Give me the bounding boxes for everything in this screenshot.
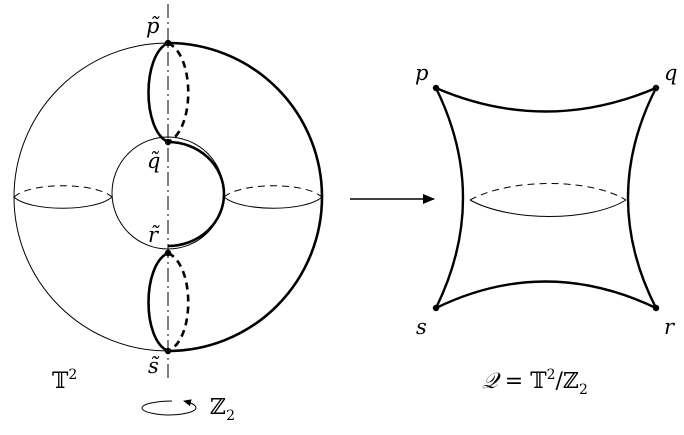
point-s-tilde bbox=[164, 347, 172, 355]
point-q-tilde bbox=[164, 138, 172, 146]
label-p: p bbox=[415, 61, 428, 85]
upper-meridian-back bbox=[167, 41, 190, 144]
label-p-tilde: p̃ bbox=[146, 14, 160, 38]
corner-p bbox=[432, 84, 440, 92]
lower-meridian-back bbox=[167, 251, 190, 353]
label-q-tilde: q̃ bbox=[147, 149, 160, 173]
label-s-tilde: s̃ bbox=[148, 354, 160, 378]
waist-front bbox=[469, 199, 627, 217]
quotient-formula: 𝒬 = 𝕋2/ℤ2 bbox=[482, 367, 588, 398]
left-tube-front bbox=[13, 196, 113, 209]
waist-back bbox=[469, 183, 627, 201]
corner-r bbox=[652, 304, 660, 312]
point-r-tilde bbox=[164, 249, 172, 257]
lower-meridian-front bbox=[147, 251, 169, 353]
torus-space-label: 𝕋2 bbox=[52, 367, 77, 394]
corner-s bbox=[432, 304, 440, 312]
group-label: ℤ2 bbox=[210, 395, 235, 424]
right-tube-back bbox=[223, 185, 323, 198]
label-q: q bbox=[664, 61, 677, 85]
torus-outer-right-arc bbox=[167, 41, 324, 353]
rotation-arrow-icon bbox=[141, 399, 197, 416]
left-tube-back bbox=[13, 185, 113, 198]
corner-q bbox=[652, 84, 660, 92]
torus-drawing: p̃ q̃ r̃ s̃ 𝕋2 ℤ2 bbox=[13, 4, 324, 424]
point-p-tilde bbox=[164, 39, 172, 47]
quotient-drawing: p q r s 𝒬 = 𝕋2/ℤ2 bbox=[415, 61, 677, 398]
label-r-tilde: r̃ bbox=[148, 223, 160, 247]
right-tube-front bbox=[223, 196, 323, 209]
upper-meridian-front bbox=[147, 41, 169, 144]
label-r: r bbox=[664, 315, 676, 339]
torus-inner-right-arc bbox=[167, 140, 226, 248]
label-s: s bbox=[416, 315, 427, 339]
